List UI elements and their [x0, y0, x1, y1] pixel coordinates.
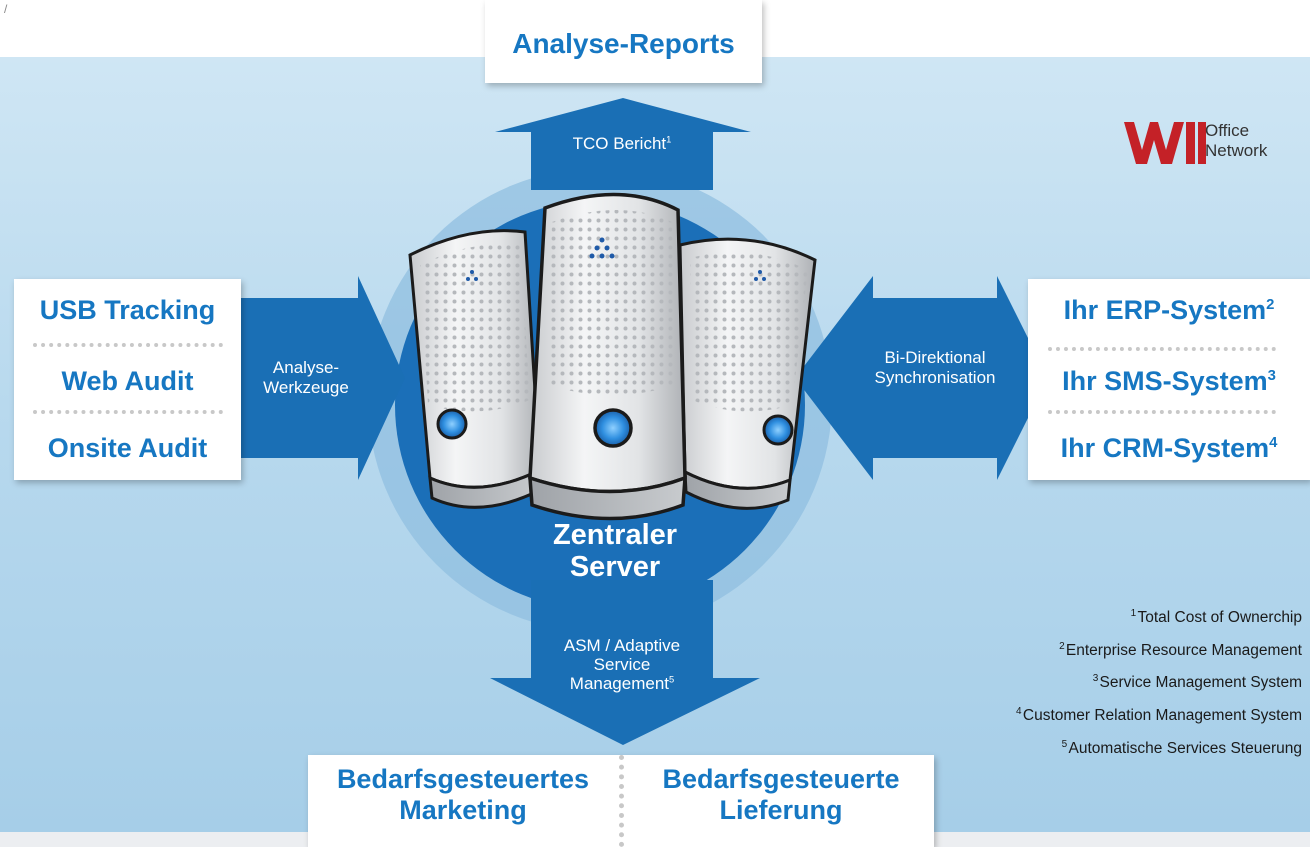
usb-tracking-label: USB Tracking — [39, 295, 216, 325]
server-left — [408, 229, 542, 509]
central-server-label: Zentraler Server — [552, 519, 678, 583]
corner-mark: / — [4, 2, 8, 16]
systems-box — [1028, 279, 1310, 480]
right-separator-2 — [1048, 410, 1276, 414]
left-separator-2 — [33, 410, 223, 414]
top-arrow — [495, 98, 751, 190]
delivery-label: Bedarfsgesteuerte Lieferung — [662, 764, 900, 825]
left-arrow — [240, 276, 405, 480]
footnote-3: 3 Service Management System — [1092, 673, 1302, 692]
marketing-label: Bedarfsgesteuertes Marketing — [336, 764, 590, 825]
sms-system-label: Ihr SMS-System3 — [1062, 366, 1276, 396]
asm-label: ASM / Adaptive Service Management5 — [563, 636, 681, 693]
server-right — [678, 237, 817, 510]
footnote-2: 2 Enterprise Resource Management — [1059, 640, 1302, 659]
logo-office-text: Office — [1205, 121, 1250, 140]
footnote-4: 4 Customer Relation Management System — [1016, 705, 1302, 725]
web-audit-label: Web Audit — [61, 366, 194, 396]
analyse-reports-box — [485, 0, 762, 83]
tco-report-label: TCO Bericht1 — [572, 134, 672, 153]
analysis-tools-box — [14, 279, 241, 480]
bottom-separator — [619, 755, 624, 847]
erp-system-label: Ihr ERP-System2 — [1063, 295, 1275, 325]
logo-win-mark — [1124, 122, 1206, 164]
footnotes: 1 Total Cost of Ownerchip 2 Enterprise R… — [1016, 600, 1302, 763]
footnote-1: 1 Total Cost of Ownerchip — [1130, 608, 1302, 627]
analysis-tools-label: Analyse- Werkzeuge — [263, 358, 349, 397]
analyse-reports-title: Analyse-Reports — [512, 28, 735, 59]
right-separator-1 — [1048, 347, 1276, 351]
left-separator-1 — [33, 343, 223, 347]
server-marks — [466, 237, 766, 281]
logo-network-text: Network — [1205, 141, 1268, 160]
right-arrow — [795, 276, 1048, 480]
crm-system-label: Ihr CRM-System4 — [1060, 433, 1278, 463]
sync-label: Bi-Direktional Synchronisation — [874, 348, 996, 387]
server-center — [528, 192, 687, 521]
onsite-audit-label: Onsite Audit — [47, 433, 208, 463]
bottom-arrow — [490, 580, 760, 745]
footnote-5: 5 Automatische Services Steuerung — [1061, 738, 1302, 757]
